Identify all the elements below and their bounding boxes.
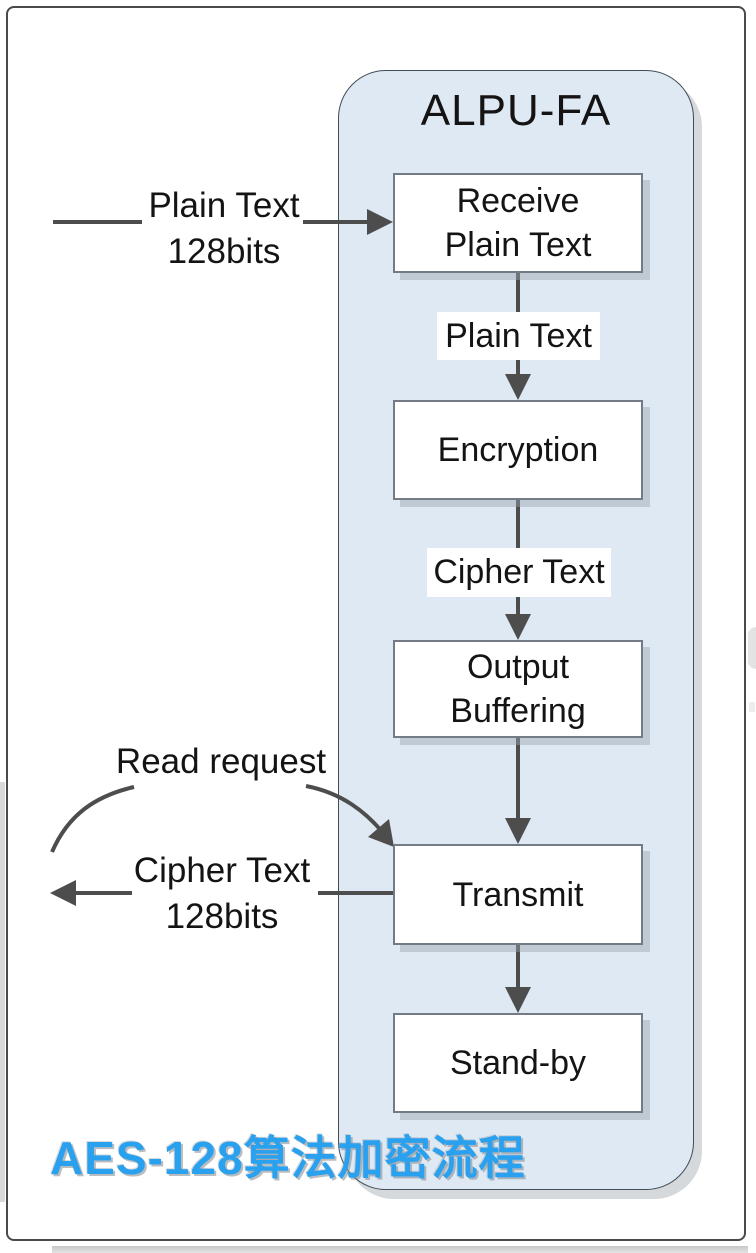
- node-output-buffering: Output Buffering: [393, 640, 643, 738]
- node-transmit: Transmit: [393, 844, 643, 945]
- arrow-transmit-to-standby: [505, 945, 531, 1013]
- read-request-label: Read request: [115, 742, 327, 781]
- input-label-plain-text-128bits: Plain Text 128bits: [148, 186, 300, 271]
- node-receive-plain-text: Receive Plain Text: [393, 173, 643, 273]
- flow-label-cipher-text: Cipher Text: [427, 548, 611, 597]
- node-stand-by: Stand-by: [393, 1013, 643, 1113]
- node-encryption: Encryption: [393, 400, 643, 500]
- arrow-output-cipher-text: [50, 880, 394, 906]
- arrow-read-request: [50, 784, 394, 853]
- page-curl-speck-right: [749, 702, 755, 712]
- page-edge-shadow-left: [0, 782, 5, 1202]
- output-label-cipher-text-128bits: Cipher Text 128bits: [133, 851, 311, 936]
- alpu-fa-title: ALPU-FA: [420, 86, 612, 135]
- page-curl-tab-right: [748, 627, 756, 669]
- flow-label-plain-text: Plain Text: [437, 312, 600, 360]
- arrow-input-plain-text: [53, 209, 393, 235]
- diagram-caption: AES-128算法加密流程: [50, 1132, 526, 1184]
- arrow-output-to-transmit: [505, 738, 531, 844]
- page-drop-shadow: [52, 1246, 748, 1253]
